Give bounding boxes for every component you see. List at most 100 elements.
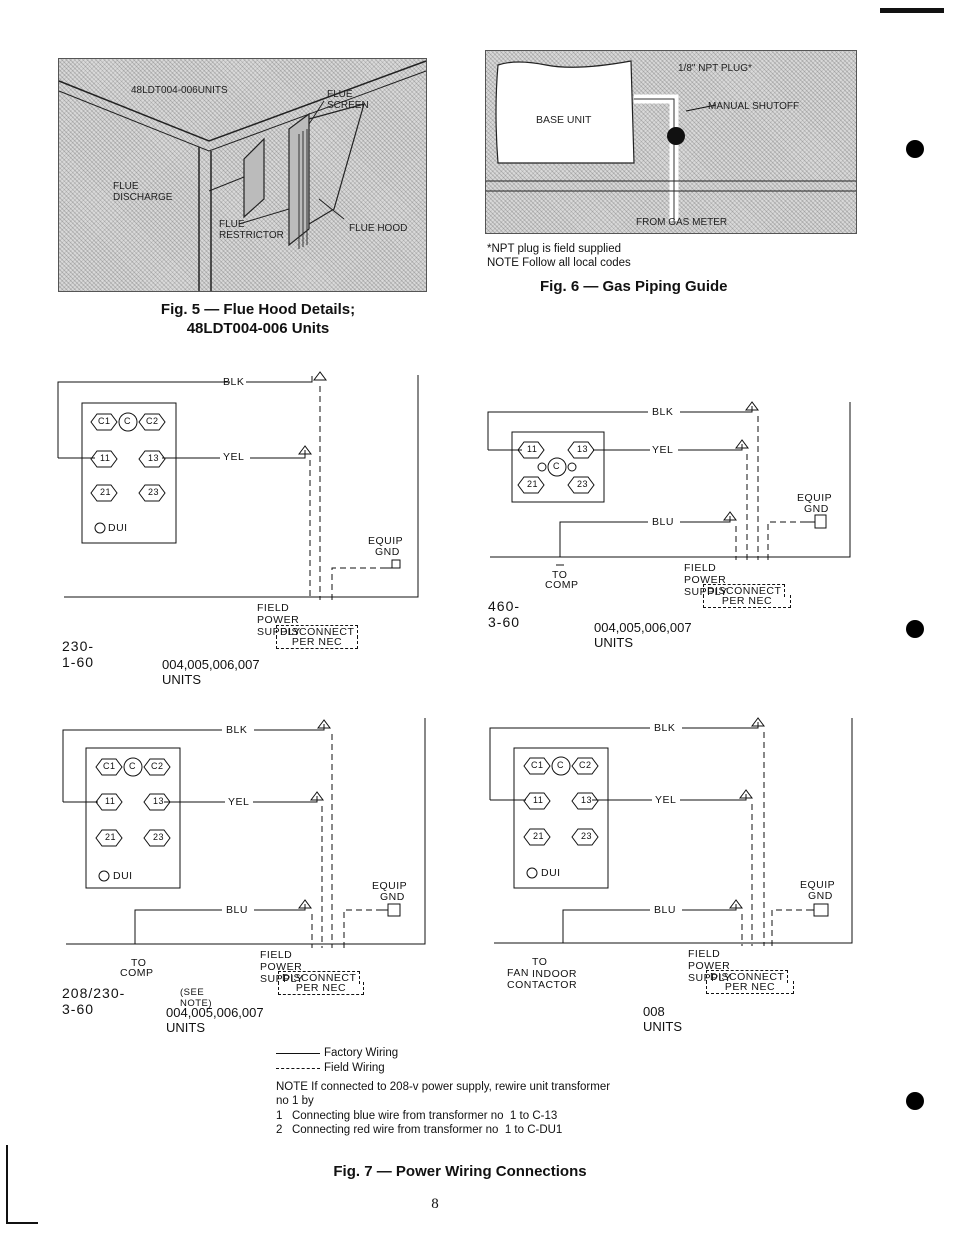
panel3-units: 004,005,006,007 UNITS <box>166 1005 264 1035</box>
left-binding-rule <box>6 1145 8 1223</box>
panel2-equip: EQUIP <box>797 492 833 504</box>
panel4-gnd: GND <box>808 890 833 902</box>
fig5-flue-hood-illustration: 48LDT004-006UNITS FLUE SCREEN FLUE DISCH… <box>58 58 427 292</box>
panel2-field-power-supply: FIELD POWER SUPPLY <box>684 562 728 598</box>
panel1-voltage: 230-1-60 <box>62 638 95 670</box>
fig5-drawing <box>58 60 427 291</box>
fig6-label-from-gas-meter: FROM GAS METER <box>636 217 728 228</box>
margin-dot <box>906 140 924 158</box>
panel4-field-power-supply: FIELD POWER SUPPLY <box>688 948 732 984</box>
panel4-wires <box>489 717 853 946</box>
panel3-field-power-supply: FIELD POWER SUPPLY <box>260 949 304 985</box>
panel3-disconnect: DISCONNECT <box>278 971 361 984</box>
panel1-disconnect: DISCONNECT <box>276 625 359 638</box>
legend-factory-label: Factory Wiring <box>324 1047 399 1059</box>
panel1-field-power-supply: FIELD POWER SUPPLY <box>257 602 301 638</box>
panel2-t23: 23 <box>577 479 589 489</box>
panel3-to: TO <box>131 957 147 969</box>
note-item1: 1 Connecting blue wire from transformer … <box>276 1110 558 1122</box>
panel3-c2: C2 <box>151 761 164 771</box>
panel2-yel: YEL <box>652 444 674 456</box>
panel4-disconnect: DISCONNECT <box>706 970 789 983</box>
fig6-note-npt: *NPT plug is field supplied <box>487 243 622 255</box>
panel2-blu: BLU <box>652 516 674 528</box>
fig5-caption: Fig. 5 — Flue Hood Details; 48LDT004-006… <box>58 300 458 338</box>
fig6-drawing <box>486 60 856 221</box>
corner-rule <box>880 8 944 13</box>
legend-field-line <box>276 1068 320 1069</box>
panel3-yel: YEL <box>228 796 250 808</box>
legend-factory-line <box>276 1053 320 1054</box>
panel2-to: TO <box>552 569 568 581</box>
panel4-c1: C1 <box>531 760 544 770</box>
panel4-yel: YEL <box>655 794 677 806</box>
panel3-blk: BLK <box>226 724 248 736</box>
panel2-t21: 21 <box>527 479 539 489</box>
panel4-dui: DUI <box>541 867 561 879</box>
panel2-t11: 11 <box>527 444 538 454</box>
panel3-comp: COMP <box>120 967 154 979</box>
panel2-wires <box>487 401 851 566</box>
panel1-gnd: GND <box>375 546 400 558</box>
panel3-voltage: 208/230-3-60 <box>62 985 126 1017</box>
panel1-terminals <box>90 371 327 534</box>
panel3-terminals <box>95 757 171 882</box>
panel4-t21: 21 <box>533 831 545 841</box>
panel3-see-note: (SEE NOTE) <box>180 987 213 1009</box>
panel1-c2: C2 <box>146 416 159 426</box>
panel3-t23: 23 <box>153 832 165 842</box>
panel4-t11: 11 <box>533 795 544 805</box>
panel4-blk: BLK <box>654 722 676 734</box>
panel3-wires <box>62 718 426 948</box>
panel3-dui: DUI <box>113 870 133 882</box>
panel2-t13: 13 <box>577 444 589 454</box>
panel2-units: 004,005,006,007 UNITS <box>594 620 692 650</box>
panel3-gnd: GND <box>380 891 405 903</box>
fig6-gas-piping-illustration: BASE UNIT 1/8" NPT PLUG* MANUAL SHUTOFF … <box>485 50 857 234</box>
page-number: 8 <box>431 1196 439 1212</box>
panel2-terminals <box>517 441 595 494</box>
fig5-label-flue-restrictor: FLUE RESTRICTOR <box>219 219 284 241</box>
fig5-label-flue-screen: FLUE SCREEN <box>327 89 369 111</box>
panel3-c1: C1 <box>103 761 116 771</box>
panel1-c1: C1 <box>98 416 111 426</box>
panel2-gnd: GND <box>804 503 829 515</box>
panel2-per-nec: PER NEC <box>703 595 791 608</box>
panel1-per-nec: PER NEC <box>276 636 358 649</box>
fig5-label-flue-discharge: FLUE DISCHARGE <box>113 181 173 203</box>
panel1-c: C <box>124 416 131 426</box>
panel4-t13: 13 <box>581 795 593 805</box>
panel1-t21: 21 <box>100 487 112 497</box>
panel1-t11: 11 <box>100 453 111 463</box>
panel3-equip: EQUIP <box>372 880 408 892</box>
fig6-label-manual-shutoff: MANUAL SHUTOFF <box>708 101 800 112</box>
fig7-caption: Fig. 7 — Power Wiring Connections <box>333 1163 587 1180</box>
panel4-fan-contactor: FAN CONTACTOR <box>507 967 578 991</box>
fig5-label-flue-hood: FLUE HOOD <box>349 223 408 234</box>
panel1-t13: 13 <box>148 453 160 463</box>
panel2-voltage: 460-3-60 <box>488 598 521 630</box>
panel4-per-nec: PER NEC <box>706 981 794 994</box>
bottom-binding-rule <box>6 1222 38 1224</box>
panel4-c2: C2 <box>579 760 592 770</box>
panel3-t11: 11 <box>105 796 116 806</box>
note-line1: NOTE If connected to 208-v power supply,… <box>276 1081 611 1093</box>
panel3-t13: 13 <box>153 796 165 806</box>
fig5-label-units: 48LDT004-006UNITS <box>131 85 228 96</box>
panel3-per-nec: PER NEC <box>278 982 364 995</box>
panel1-units: 004,005,006,007 UNITS <box>162 657 260 687</box>
note-item2: 2 Connecting red wire from transformer n… <box>276 1124 563 1136</box>
panel4-c: C <box>557 760 564 770</box>
panel1-dui: DUI <box>108 522 128 534</box>
fig6-note-codes: NOTE Follow all local codes <box>487 257 631 269</box>
legend-field-label: Field Wiring <box>324 1062 385 1074</box>
panel4-to-indoor: TO INDOOR <box>532 956 577 980</box>
fig6-label-npt-plug: 1/8" NPT PLUG* <box>678 63 752 74</box>
margin-dot <box>906 1092 924 1110</box>
panel3-t21: 21 <box>105 832 117 842</box>
panel4-t23: 23 <box>581 831 593 841</box>
panel4-equip: EQUIP <box>800 879 836 891</box>
panel4-blu: BLU <box>654 904 676 916</box>
note-line2: no 1 by <box>276 1095 314 1107</box>
panel1-yel: YEL <box>223 451 245 463</box>
